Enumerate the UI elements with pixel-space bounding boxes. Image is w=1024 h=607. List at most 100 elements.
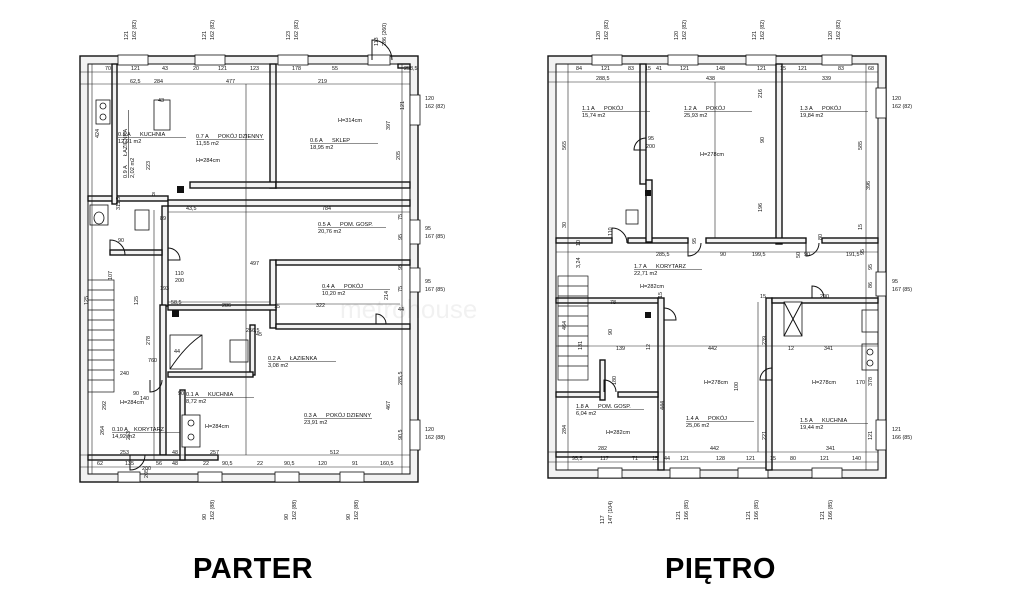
dimension-bottom: 117 <box>600 456 609 462</box>
dimension-inner: 45 <box>256 332 262 338</box>
parter-interior-walls <box>87 63 411 461</box>
dimension-bottom: 257 <box>210 450 219 456</box>
dimension-inner: 139 <box>616 346 625 352</box>
room-area: 10,20 m2 <box>322 291 345 297</box>
dimension-top: 68 <box>868 66 874 72</box>
dimension-left: 278 <box>146 336 152 345</box>
window-label-right: 95 <box>892 279 898 285</box>
dimension-top: 15 <box>780 66 786 72</box>
window-label-top: 162 (82) <box>294 20 300 40</box>
ceiling-height: H=284cm <box>120 400 144 406</box>
dimension-inner: 95 <box>692 238 698 244</box>
dimension-inner: 90 <box>133 391 139 397</box>
dimension-inner: 44 <box>398 307 404 313</box>
dimension-bottom: 15 <box>652 456 658 462</box>
room-number: 0.5 A <box>318 222 331 228</box>
pietro-interior-walls <box>555 63 879 471</box>
room-number: 1.4 A <box>686 416 699 422</box>
dimension-inner: 196 <box>758 203 764 212</box>
dimension-top: 55 <box>332 66 338 72</box>
dimension-inner: 95 <box>648 136 654 142</box>
dimension-bottom: 95,5 <box>572 456 583 462</box>
dimension-left: 3,24 <box>576 258 582 269</box>
room-number: 0.1 A <box>186 392 199 398</box>
dimension-top: 83 <box>628 66 634 72</box>
dimension-right: 121 <box>868 431 874 440</box>
parter-right-windows <box>409 94 421 451</box>
dimension-inner: 239 <box>762 336 768 345</box>
dimension-inner: 221 <box>762 431 768 440</box>
dimension-top: 148 <box>716 66 725 72</box>
ceiling-height: H=282cm <box>606 430 630 436</box>
dimension-bottom: 160,5 <box>380 461 394 467</box>
dimension-left: 30 <box>562 222 568 228</box>
dimension-top: 84 <box>576 66 582 72</box>
dimension-inner: 90 <box>720 252 726 258</box>
dimension-left: 311,5 <box>116 197 122 210</box>
room-area: 15,74 m2 <box>582 113 605 119</box>
window-label-bottom: 117 <box>600 515 606 524</box>
shower-icon <box>169 334 203 370</box>
sink-icon <box>861 309 879 333</box>
window-label-right: 167 (85) <box>425 234 445 240</box>
dimension-inner: 285,5 <box>656 252 670 258</box>
room-number: 1.7 A <box>634 264 647 270</box>
dimension-bottom: 90,5 <box>222 461 233 467</box>
window-label-bottom: 90 <box>346 514 352 520</box>
dimension-top: 121 <box>757 66 766 72</box>
room-type: POKÓJ <box>708 415 727 422</box>
dimension-inner: 15 <box>658 292 664 298</box>
dimension-left: 292 <box>102 401 108 410</box>
kitchen-counter-icon <box>95 99 111 125</box>
dimension-left: 424 <box>95 129 101 138</box>
dimension-right: 397 <box>386 121 392 130</box>
dimension-inner: 80 <box>818 234 824 240</box>
dimension-right: 378 <box>868 377 874 386</box>
ceiling-height: H=278cm <box>700 152 724 158</box>
dimension-bottom: 91 <box>352 461 358 467</box>
room-number: 0.8 A <box>118 132 131 138</box>
dimension-right: 205 <box>396 151 402 160</box>
dimension-bottom: 121 <box>680 456 689 462</box>
dimension-right: 90,5 <box>398 430 404 441</box>
window-label-bottom: 162 (88) <box>292 500 298 520</box>
dimension-inner: 442 <box>708 346 717 352</box>
window-label-top: 162 (82) <box>836 20 842 40</box>
window-label-bottom: 147 (104) <box>608 501 614 524</box>
dimension-inner: 58,5 <box>171 300 182 306</box>
dimension-inner: 90 <box>760 137 766 143</box>
dimension-right: 396 <box>866 181 872 190</box>
window-label-right: 162 (88) <box>425 435 445 441</box>
room-number: 1.5 A <box>800 418 813 424</box>
room-type: KUCHNIA <box>208 392 233 398</box>
dimension-top: 438 <box>706 76 715 82</box>
ceiling-height: H=314cm <box>338 118 362 124</box>
dimension-bottom: 120 <box>318 461 327 467</box>
dimension-left: 107 <box>108 271 114 280</box>
pietro-bottom-windows <box>597 467 843 479</box>
dimension-inner: 180 <box>612 376 618 385</box>
dimension-inner: 12 <box>646 344 652 350</box>
window-label-right: 120 <box>425 96 434 102</box>
dimension-left: 284 <box>562 425 568 434</box>
dimension-inner: 200 <box>142 466 151 472</box>
dimension-inner: 90 <box>118 238 124 244</box>
dimension-inner: 15 <box>274 304 280 310</box>
window-label-bottom: 121 <box>676 511 682 520</box>
window-label-right: 166 (85) <box>892 435 912 441</box>
dimension-right: 15 <box>858 224 864 230</box>
dimension-inner: 8 <box>152 192 155 198</box>
dimension-bottom: 135 <box>125 461 134 467</box>
dimension-right: 95 <box>860 249 866 255</box>
dimension-right: 75 <box>398 214 404 220</box>
window-label-right: 120 <box>892 96 901 102</box>
window-label-right: 167 (85) <box>892 287 912 293</box>
room-number: 1.3 A <box>800 106 813 112</box>
